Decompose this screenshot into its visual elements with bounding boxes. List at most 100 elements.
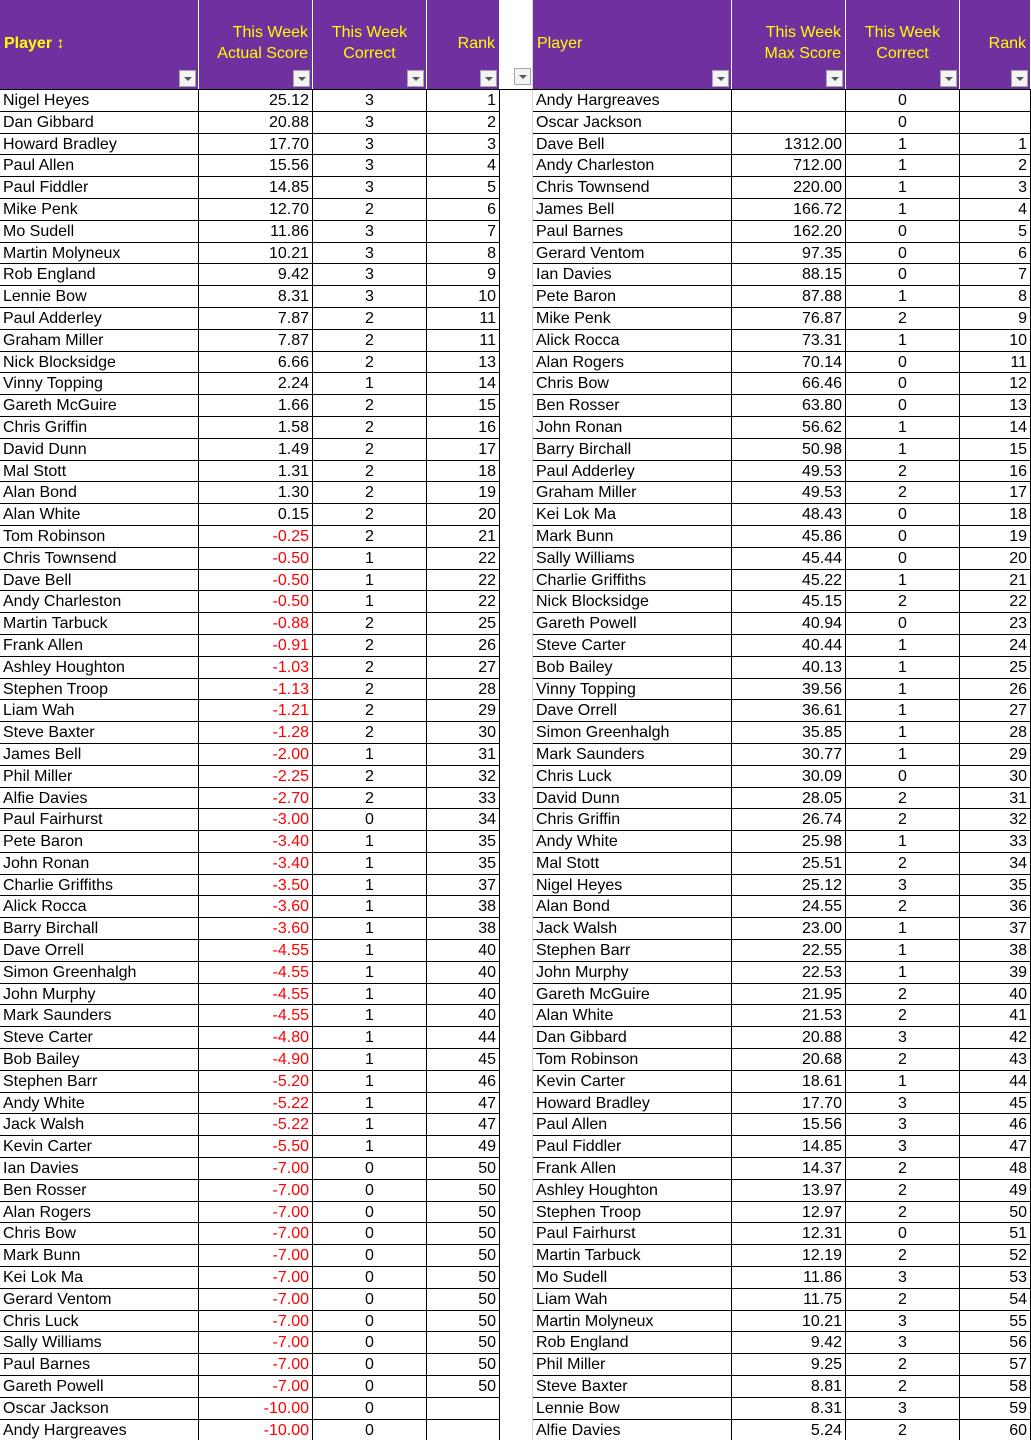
correct-cell[interactable]: 1 — [313, 852, 427, 875]
rank-cell[interactable]: 56 — [960, 1332, 1031, 1355]
player-name-cell[interactable]: Tom Robinson — [533, 1049, 732, 1071]
correct-cell[interactable]: 0 — [313, 809, 427, 832]
player-name-cell[interactable]: Simon Greenhalgh — [533, 722, 732, 744]
rank-cell[interactable]: 27 — [960, 700, 1031, 723]
header-correct-right[interactable]: This Week Correct — [846, 0, 960, 89]
correct-cell[interactable]: 1 — [846, 961, 960, 984]
score-cell[interactable]: -5.22 — [199, 1114, 313, 1137]
rank-cell[interactable]: 50 — [427, 1267, 500, 1289]
score-cell[interactable]: -2.70 — [199, 787, 313, 810]
player-name-cell[interactable]: Alick Rocca — [0, 896, 199, 919]
rank-cell[interactable]: 12 — [960, 373, 1031, 396]
player-name-cell[interactable]: Paul Adderley — [0, 307, 199, 330]
rank-cell[interactable]: 25 — [427, 613, 500, 635]
player-name-cell[interactable]: Chris Luck — [533, 765, 732, 788]
score-cell[interactable]: 20.88 — [732, 1027, 846, 1050]
player-name-cell[interactable]: Kevin Carter — [0, 1136, 199, 1159]
rank-cell[interactable]: 34 — [427, 809, 500, 832]
player-name-cell[interactable]: Martin Tarbuck — [533, 1245, 732, 1268]
header-player-right[interactable]: Player — [533, 0, 732, 89]
correct-cell[interactable]: 2 — [846, 1288, 960, 1311]
score-cell[interactable]: 30.09 — [732, 765, 846, 788]
player-name-cell[interactable]: James Bell — [533, 198, 732, 221]
rank-cell[interactable]: 58 — [960, 1376, 1031, 1398]
score-cell[interactable]: 30.77 — [732, 743, 846, 766]
score-cell[interactable]: -0.91 — [199, 634, 313, 657]
rank-cell[interactable]: 38 — [427, 918, 500, 941]
rank-cell[interactable]: 32 — [960, 809, 1031, 832]
player-name-cell[interactable]: Nick Blocksidge — [0, 351, 199, 374]
player-name-cell[interactable]: Howard Bradley — [0, 133, 199, 156]
correct-cell[interactable]: 3 — [313, 111, 427, 134]
rank-cell[interactable]: 13 — [427, 351, 500, 374]
player-name-cell[interactable]: Jack Walsh — [533, 918, 732, 941]
score-cell[interactable]: 15.56 — [199, 155, 313, 178]
rank-cell[interactable]: 30 — [427, 722, 500, 744]
score-cell[interactable]: 21.53 — [732, 1005, 846, 1028]
score-cell[interactable]: 76.87 — [732, 307, 846, 330]
filter-dropdown-icon[interactable] — [514, 68, 531, 85]
score-cell[interactable]: -5.50 — [199, 1136, 313, 1159]
rank-cell[interactable]: 26 — [960, 678, 1031, 701]
rank-cell[interactable]: 19 — [960, 525, 1031, 548]
rank-cell[interactable]: 35 — [427, 852, 500, 875]
filter-dropdown-icon[interactable] — [940, 70, 957, 87]
correct-cell[interactable]: 3 — [313, 155, 427, 178]
rank-cell[interactable]: 22 — [427, 591, 500, 614]
player-name-cell[interactable]: Charlie Griffiths — [533, 569, 732, 592]
player-name-cell[interactable]: Liam Wah — [0, 700, 199, 723]
rank-cell[interactable]: 9 — [960, 307, 1031, 330]
player-name-cell[interactable]: Dan Gibbard — [533, 1027, 732, 1050]
player-name-cell[interactable]: Paul Fairhurst — [533, 1223, 732, 1246]
correct-cell[interactable]: 2 — [846, 1201, 960, 1224]
rank-cell[interactable]: 11 — [427, 329, 500, 352]
player-name-cell[interactable]: Ben Rosser — [533, 395, 732, 417]
score-cell[interactable]: -4.90 — [199, 1049, 313, 1071]
correct-cell[interactable]: 3 — [846, 1114, 960, 1137]
player-name-cell[interactable]: Stephen Barr — [533, 940, 732, 962]
rank-cell[interactable] — [427, 1419, 500, 1440]
score-cell[interactable]: -7.00 — [199, 1310, 313, 1333]
correct-cell[interactable]: 2 — [313, 351, 427, 374]
player-name-cell[interactable]: Vinny Topping — [0, 373, 199, 396]
score-cell[interactable]: 6.66 — [199, 351, 313, 374]
rank-cell[interactable]: 5 — [960, 220, 1031, 243]
rank-cell[interactable]: 46 — [427, 1070, 500, 1093]
score-cell[interactable]: 48.43 — [732, 504, 846, 526]
rank-cell[interactable]: 18 — [960, 504, 1031, 526]
player-name-cell[interactable]: Stephen Troop — [0, 678, 199, 701]
filter-dropdown-icon[interactable] — [1011, 70, 1028, 87]
score-cell[interactable]: 26.74 — [732, 809, 846, 832]
score-cell[interactable]: 0.15 — [199, 504, 313, 526]
player-name-cell[interactable]: Oscar Jackson — [0, 1397, 199, 1420]
filter-dropdown-icon[interactable] — [712, 70, 729, 87]
correct-cell[interactable]: 2 — [313, 482, 427, 505]
score-cell[interactable]: 45.44 — [732, 547, 846, 570]
score-cell[interactable]: 10.21 — [199, 242, 313, 265]
player-name-cell[interactable]: Lennie Bow — [0, 286, 199, 308]
correct-cell[interactable]: 1 — [313, 1027, 427, 1050]
score-cell[interactable]: 66.46 — [732, 373, 846, 396]
correct-cell[interactable]: 2 — [846, 896, 960, 919]
correct-cell[interactable]: 0 — [313, 1201, 427, 1224]
rank-cell[interactable]: 8 — [427, 242, 500, 265]
correct-cell[interactable]: 2 — [313, 504, 427, 526]
player-name-cell[interactable]: Lennie Bow — [533, 1397, 732, 1420]
score-cell[interactable]: -4.55 — [199, 940, 313, 962]
player-name-cell[interactable]: Alan Rogers — [0, 1201, 199, 1224]
rank-cell[interactable]: 33 — [427, 787, 500, 810]
correct-cell[interactable]: 3 — [846, 1267, 960, 1289]
player-name-cell[interactable]: Steve Baxter — [533, 1376, 732, 1398]
score-cell[interactable]: -10.00 — [199, 1397, 313, 1420]
rank-cell[interactable]: 28 — [960, 722, 1031, 744]
player-name-cell[interactable]: Paul Fiddler — [533, 1136, 732, 1159]
header-score-left[interactable]: This Week Actual Score — [199, 0, 313, 89]
correct-cell[interactable]: 0 — [846, 90, 960, 112]
correct-cell[interactable]: 3 — [846, 874, 960, 897]
correct-cell[interactable]: 1 — [313, 547, 427, 570]
rank-cell[interactable]: 57 — [960, 1354, 1031, 1377]
player-name-cell[interactable]: Chris Bow — [0, 1223, 199, 1246]
rank-cell[interactable]: 50 — [427, 1158, 500, 1180]
score-cell[interactable]: 22.55 — [732, 940, 846, 962]
player-name-cell[interactable]: Andy Hargreaves — [533, 90, 732, 112]
